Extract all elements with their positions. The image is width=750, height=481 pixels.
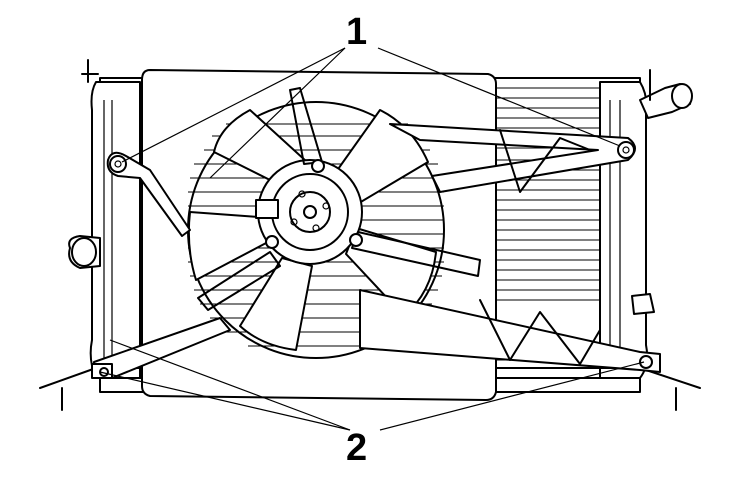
- lower-bracket-right: [359, 289, 661, 373]
- motor-spider-arms: [197, 87, 481, 311]
- callout-label-2: 2: [346, 427, 367, 469]
- upper-bracket-left: [106, 151, 191, 237]
- upper-bracket-right: [389, 123, 636, 193]
- callout-label-1: 1: [346, 11, 367, 53]
- fan-motor-hub: [255, 159, 363, 265]
- callout-leaders: [99, 47, 645, 431]
